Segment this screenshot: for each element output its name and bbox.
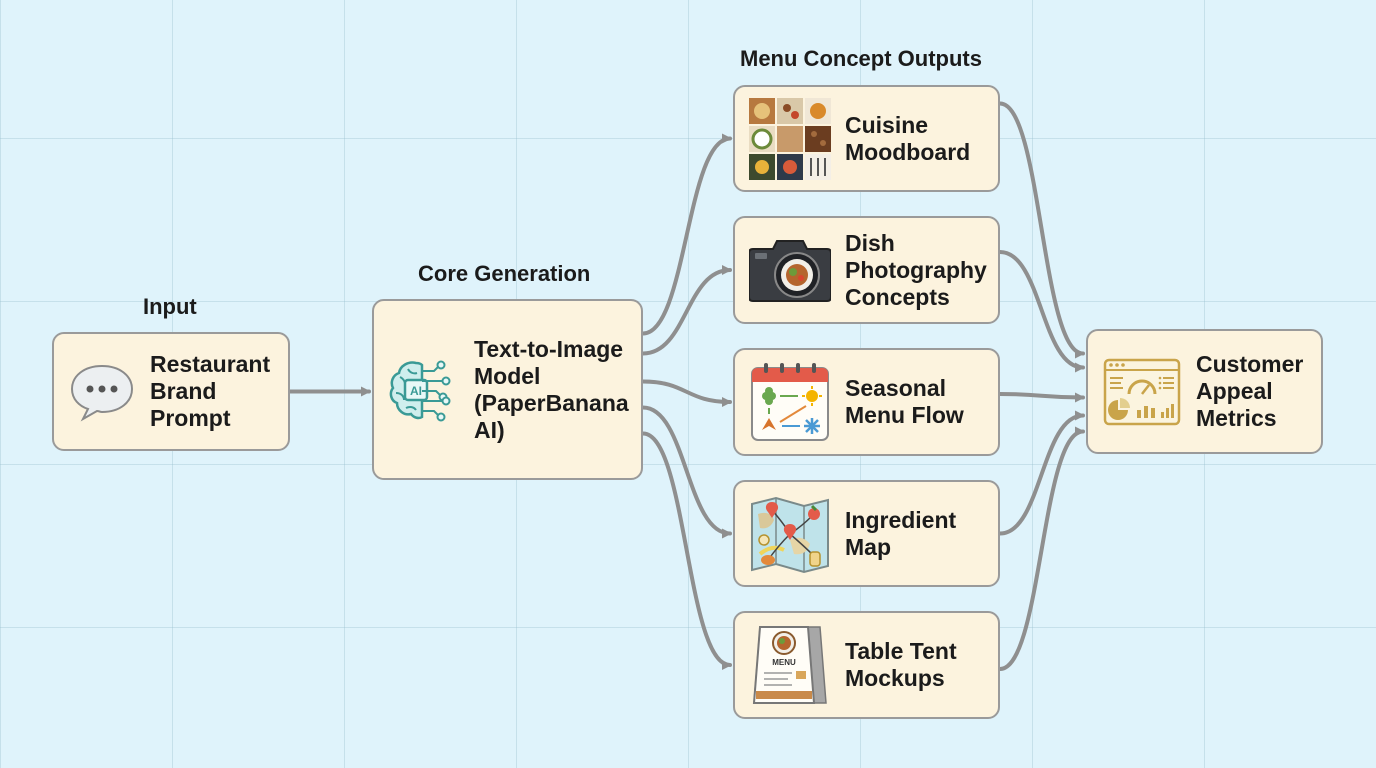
speech-bubble-icon (68, 362, 136, 422)
food-collage-icon (749, 97, 831, 180)
edge-model-to-moodboard (641, 133, 732, 336)
node-seasonal-menu-flow[interactable]: Seasonal Menu Flow (733, 348, 1000, 456)
section-title-menu-concept-outputs: Menu Concept Outputs (740, 46, 982, 71)
calendar-seasons-icon (749, 362, 831, 442)
edge-model-to-seasonal (641, 379, 732, 407)
edge-ingredient-to-metrics (998, 410, 1085, 536)
node-label: Customer Appeal Metrics (1196, 351, 1304, 431)
node-restaurant-brand-prompt[interactable]: Restaurant Brand Prompt (52, 332, 290, 451)
camera-icon (749, 237, 831, 303)
node-label: Table Tent Mockups (845, 638, 957, 691)
table-tent-icon: MENU (749, 623, 831, 707)
node-ingredient-map[interactable]: Ingredient Map (733, 480, 1000, 587)
node-table-tent-mockups[interactable]: MENU Table Tent Mockups (733, 611, 1000, 719)
tent-menu-label: MENU (772, 658, 796, 667)
section-title-input: Input (143, 294, 197, 319)
edge-seasonal-to-metrics (998, 392, 1085, 403)
node-label: Restaurant Brand Prompt (150, 351, 271, 431)
edge-model-to-tent (641, 431, 732, 670)
node-label: Cuisine Moodboard (845, 111, 971, 165)
node-customer-appeal-metrics[interactable]: Customer Appeal Metrics (1086, 329, 1323, 454)
edge-model-to-photo (641, 265, 732, 356)
edge-model-to-ingredient (641, 405, 732, 539)
node-dish-photography-concepts[interactable]: Dish Photography Concepts (733, 216, 1000, 324)
node-label: Text-to-Image Model (PaperBanana AI) (474, 335, 629, 443)
edge-tent-to-metrics (998, 426, 1085, 671)
section-title-core-generation: Core Generation (418, 261, 591, 286)
node-label: Seasonal Menu Flow (845, 375, 964, 428)
map-icon (749, 494, 831, 574)
dashboard-icon (1102, 358, 1182, 426)
edge-photo-to-metrics (998, 250, 1085, 373)
edge-moodboard-to-metrics (998, 101, 1085, 359)
node-label: Dish Photography Concepts (845, 229, 987, 310)
node-label: Ingredient Map (845, 506, 957, 560)
node-cuisine-moodboard[interactable]: Cuisine Moodboard (733, 85, 1000, 192)
node-text-to-image-model[interactable]: AI Text-to-Image Model (Pap (372, 299, 643, 480)
ai-brain-icon: AI (386, 353, 460, 427)
ai-chip-label: AI (410, 384, 422, 398)
